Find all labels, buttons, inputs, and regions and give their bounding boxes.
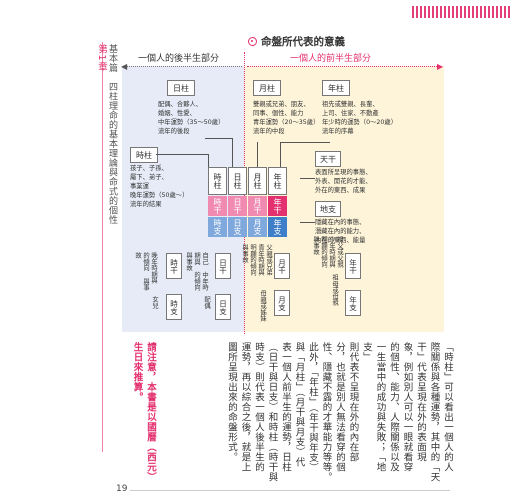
- top-decoration: [412, 6, 510, 18]
- body-line: 「時柱」可以看出一個人的人: [442, 342, 453, 472]
- grid-name-year: 年柱: [268, 167, 287, 195]
- day-stem-note: 自己 中年時期與 的傾向 與事故: [185, 252, 208, 291]
- body-line: 一生當中的成功與失敗；「地支」: [361, 342, 386, 472]
- body-line: （日干與日支）和時柱（時干與: [266, 342, 278, 482]
- connector-hour: [156, 154, 208, 155]
- body-line: 此外，「年柱」（年干與年支）: [307, 342, 318, 473]
- later-life-arrow: [124, 66, 242, 67]
- connector-dizhi: [300, 222, 315, 223]
- year-pillar-label: 年柱: [322, 80, 350, 96]
- arrow-left-icon: ◀: [121, 62, 128, 71]
- grid-name-day: 日柱: [228, 167, 247, 195]
- month-pillar-label: 月柱: [253, 80, 281, 96]
- connector-year-v: [280, 142, 281, 168]
- body-line: 的個性、能力、人際關係以及: [388, 342, 399, 472]
- day-stem-box: 日干: [215, 253, 231, 279]
- day-pillar-label: 日柱: [167, 80, 195, 96]
- month-branch-box: 月支: [274, 290, 290, 316]
- chapter-label: 第1章: [96, 44, 107, 73]
- note-line: 生日來推算。: [131, 342, 143, 402]
- connector-tiangan: [300, 178, 315, 179]
- later-life-header: 一個人的後半生部分: [138, 54, 220, 64]
- connector-hour-v: [208, 154, 209, 168]
- day-branch-box: 日支: [215, 294, 231, 320]
- note-line: 請注意，本書是以國曆（西元）: [145, 342, 156, 482]
- day-pillar-note: 配偶、合夥人、 婚姻、性愛、 中年運勢（35〜50歲） 流年的後段: [158, 101, 225, 135]
- dizhi-note: 隱藏在內的事態、 潛藏在內的能力、 內在的東西、能量: [315, 219, 366, 244]
- page-number: 19: [116, 484, 128, 494]
- early-life-header: 一個人的前半生部分: [290, 54, 372, 64]
- connector-day-h: [205, 138, 233, 139]
- tiangan-label: 天干: [315, 151, 341, 167]
- body-line: 則代表不呈現在外的內在部: [347, 342, 359, 462]
- grid-branch-hour: 時支: [208, 217, 227, 237]
- arrow-right-icon: ▶: [437, 62, 444, 71]
- tiangan-note: 表面所呈現的事態、 外表、開花的才能、 外在的東西、成果: [315, 169, 372, 194]
- body-line: 際關係與各種運勢，其中的「天: [428, 342, 440, 482]
- grid-branch-day: 日支: [228, 217, 247, 237]
- year-pillar-note: 祖先或雙親、長輩、 上司、住家、不動產 年少時的運勢（0〜20歲） 流年的序幕: [322, 101, 397, 135]
- body-line: 圖所呈現出來的命盤形式。: [226, 342, 237, 462]
- year-stem-box: 年干: [345, 253, 361, 279]
- year-branch-note: 祖母或母親: [331, 274, 338, 306]
- connector-month-v: [257, 142, 258, 168]
- connector-day-v: [232, 138, 233, 168]
- month-branch-note: 母親或姊妹: [259, 290, 266, 322]
- year-stem-note: 祖父或父親 少年時期與 明顯的傾向 與事故: [312, 236, 343, 268]
- dizhi-label: 地支: [315, 201, 341, 217]
- year-branch-box: 年支: [345, 290, 361, 316]
- body-line: 時支）則代表一個人後半生的: [253, 342, 264, 472]
- grid-stem-year: 年干: [268, 196, 287, 216]
- body-line: 干」代表呈現在外的表面現: [415, 342, 426, 462]
- early-life-arrow: [247, 66, 441, 67]
- hour-branch-note: 女兒: [151, 296, 158, 309]
- calendar-note: 請注意，本書是以國曆（西元） 生日來推算。: [130, 342, 157, 482]
- grid-branch-year: 年支: [268, 217, 287, 237]
- hour-stem-box: 時干: [166, 253, 182, 279]
- grid-stem-month: 月干: [248, 196, 267, 216]
- month-pillar-note: 雙親或兄弟、朋友、 同事、個性、能力 青年運勢（20〜35歲） 流年的中段: [253, 101, 320, 135]
- hour-pillar-label: 時柱: [130, 147, 158, 163]
- body-line: 性、隱藏不露的才華能力等等。: [320, 342, 332, 482]
- body-text: 「時柱」可以看出一個人的人 際關係與各種運勢，其中的「天 干」代表呈現在外的表面…: [225, 342, 455, 482]
- grid-branch-month: 月支: [248, 217, 267, 237]
- month-stem-box: 月干: [274, 253, 290, 279]
- diagram-title: 命盤所代表的意義: [248, 34, 345, 49]
- hour-stem-note: 晚年時期與 的傾向 與事故: [134, 252, 157, 291]
- body-line: 象，例如別人可以一眼就看穿: [401, 342, 413, 472]
- day-branch-note: 配偶: [203, 296, 210, 309]
- hour-pillar-note: 孩子、子孫、 屬下、弟子、 事業運 晚年運勢（50歲〜） 流年的結果: [130, 165, 189, 208]
- body-line: 與「月柱」（月干與月支）代: [293, 342, 305, 468]
- footer-rule: [130, 490, 450, 491]
- grid-stem-hour: 時干: [208, 196, 227, 216]
- grid-name-month: 月柱: [248, 167, 267, 195]
- chapter-title: 基本篇 四柱理命的基本理論與命式的個性: [107, 44, 117, 225]
- grid-name-hour: 時柱: [208, 167, 227, 195]
- body-line: 運勢，再以綜合之後，就是上: [239, 342, 251, 472]
- body-line: 表一個人前半生的運勢，日柱: [280, 342, 291, 472]
- month-stem-note: 父親或兄弟 青年時期與 明顯的傾向 與事故: [241, 244, 272, 276]
- bullet-icon: [248, 37, 257, 46]
- connector-year-h: [280, 142, 330, 143]
- hour-branch-box: 時支: [166, 294, 182, 320]
- chapter-rule: [102, 42, 103, 452]
- diagram-title-text: 命盤所代表的意義: [261, 36, 345, 48]
- grid-stem-day: 日干: [228, 196, 247, 216]
- body-line: 分，也就是別人無法看穿的個: [334, 342, 345, 472]
